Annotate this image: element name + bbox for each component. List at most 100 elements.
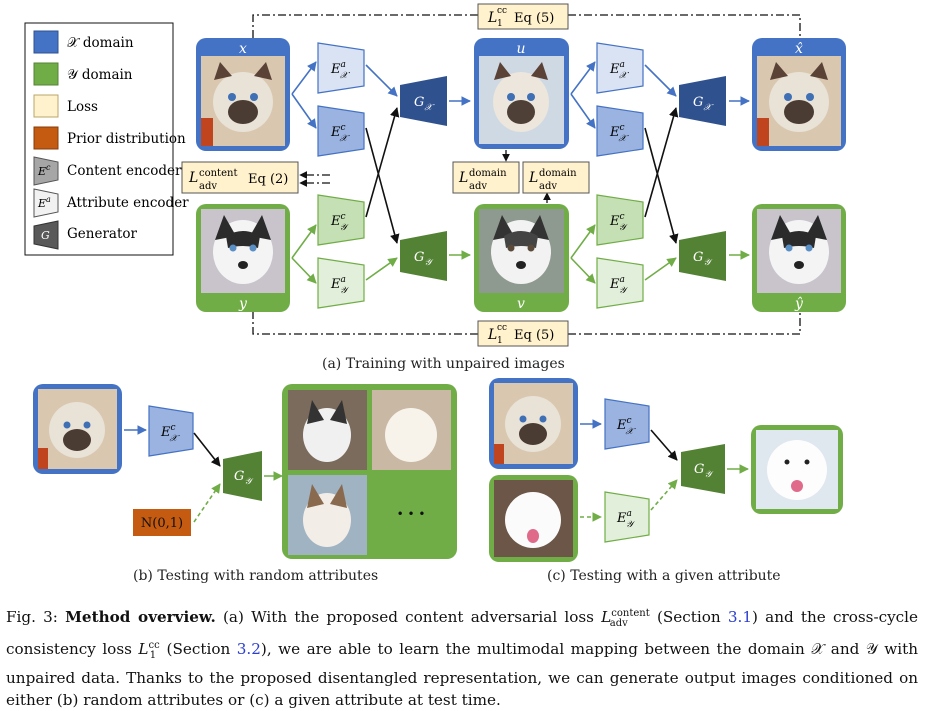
svg-text:1: 1 — [497, 336, 503, 346]
svg-text:𝒴 domain: 𝒴 domain — [67, 67, 133, 83]
domain-adv-loss-x: L domain adv — [452, 161, 520, 194]
svg-text:Ec𝒳: Ec𝒳 — [609, 123, 630, 144]
caption-text-2: (Section — [649, 608, 728, 627]
cc-loss-top: L cc 1 Eq (5) — [477, 3, 569, 30]
svg-text:Ec𝒳: Ec𝒳 — [616, 416, 637, 437]
legend-y-domain: 𝒴 domain — [33, 62, 133, 86]
svg-text:adv: adv — [199, 181, 217, 192]
b-generator-y: G𝒴 — [223, 451, 262, 501]
svg-text:G𝒴: G𝒴 — [234, 469, 254, 487]
caption-a: (a) Training with unpaired images — [322, 356, 565, 372]
svg-text:Eq (5): Eq (5) — [514, 328, 554, 343]
fig-title: Method overview. — [65, 608, 216, 627]
caption-c: (c) Testing with a given attribute — [547, 568, 781, 584]
image-x-frame: x — [196, 38, 290, 151]
label-x-hat: x̂ — [795, 41, 803, 57]
ref-section-3-1[interactable]: 3.1 — [727, 608, 753, 627]
legend-generator: G Generator — [33, 220, 138, 250]
generator-y-1: G𝒴 — [400, 231, 447, 281]
b-noise-box: N(0,1) — [133, 509, 191, 536]
svg-text:adv: adv — [469, 181, 487, 192]
svg-text:Eq (5): Eq (5) — [514, 11, 554, 26]
svg-text:L: L — [487, 327, 497, 343]
svg-text:Ec𝒳: Ec𝒳 — [330, 123, 351, 144]
ref-section-3-2[interactable]: 3.2 — [236, 640, 261, 659]
math-sup-content: content — [611, 608, 650, 619]
legend-x-domain: 𝒳 domain — [33, 30, 134, 54]
cc-loss-bottom: L cc 1 Eq (5) — [477, 320, 569, 347]
svg-text:Eq (2): Eq (2) — [248, 172, 288, 187]
caption-b: (b) Testing with random attributes — [133, 568, 379, 584]
figure-caption-paragraph: Fig. 3: Method overview. (a) With the pr… — [6, 603, 918, 711]
b-arrows — [124, 425, 283, 523]
svg-text:Ea𝒳: Ea𝒳 — [609, 60, 630, 81]
legend-prior: Prior distribution — [33, 126, 186, 150]
svg-text:G𝒴: G𝒴 — [694, 462, 714, 480]
svg-text:Ec𝒴: Ec𝒴 — [330, 212, 350, 233]
label-y: y — [238, 296, 248, 312]
image-x-hat-frame: x̂ — [752, 38, 846, 151]
label-u: u — [516, 41, 525, 57]
svg-text:Prior distribution: Prior distribution — [67, 131, 186, 147]
c-output-samoyed — [751, 425, 843, 514]
cycle-lines — [252, 14, 801, 335]
c-arrows — [580, 419, 749, 522]
svg-text:Ea𝒴: Ea𝒴 — [330, 275, 350, 296]
legend-content-encoder: Ec Content encoder — [33, 156, 182, 186]
math-sub-adv: adv — [609, 618, 628, 630]
svg-text:L: L — [487, 10, 497, 26]
generator-x-1: G𝒳 — [400, 76, 447, 126]
svg-text:L: L — [528, 170, 538, 186]
label-x: x — [239, 41, 247, 57]
math-L-cc: L — [138, 640, 149, 659]
svg-text:Ea: Ea — [37, 195, 51, 210]
training-arrows — [291, 61, 750, 284]
svg-text:G𝒳: G𝒳 — [693, 95, 714, 113]
math-L-content: L — [601, 608, 612, 627]
fig-number: Fig. 3: — [6, 608, 58, 627]
svg-text:domain: domain — [469, 168, 507, 179]
svg-text:Ea𝒳: Ea𝒳 — [330, 60, 351, 81]
c-input-samoyed — [489, 475, 578, 562]
image-u-frame: u — [474, 38, 569, 149]
label-v: v — [517, 296, 525, 312]
math-sub-1: 1 — [149, 650, 157, 662]
b-output-grid: • • • — [282, 384, 457, 559]
method-overview-figure: 𝒳 domain 𝒴 domain Loss Prior distributio… — [24, 3, 846, 562]
label-y-hat: ŷ — [794, 295, 804, 312]
image-y-frame: y — [196, 204, 290, 312]
svg-text:G: G — [41, 229, 50, 242]
image-y-hat-frame: ŷ — [752, 204, 846, 312]
svg-text:adv: adv — [539, 181, 557, 192]
svg-text:G𝒳: G𝒳 — [414, 95, 435, 113]
svg-text:Generator: Generator — [67, 226, 138, 242]
svg-text:G𝒴: G𝒴 — [693, 250, 713, 268]
svg-text:Content encoder: Content encoder — [67, 163, 182, 179]
domain-adv-loss-y: L domain adv — [522, 161, 590, 194]
svg-text:Loss: Loss — [67, 99, 98, 115]
c-generator-y: G𝒴 — [681, 444, 725, 494]
svg-text:Ea𝒴: Ea𝒴 — [616, 509, 636, 530]
svg-text:L: L — [458, 170, 468, 186]
svg-text:1: 1 — [497, 19, 503, 29]
legend-attribute-encoder: Ea Attribute encoder — [33, 188, 189, 218]
svg-text:G𝒴: G𝒴 — [414, 250, 434, 268]
b-input-cat — [33, 384, 122, 474]
svg-text:content: content — [199, 168, 237, 179]
svg-text:cc: cc — [497, 323, 507, 333]
svg-text:Ec: Ec — [37, 163, 51, 178]
generator-y-2: G𝒴 — [679, 231, 726, 281]
svg-text:Ea𝒴: Ea𝒴 — [609, 275, 629, 296]
caption-text-4: (Section — [160, 640, 237, 659]
content-adv-loss: L content adv Eq (2) — [181, 161, 299, 194]
